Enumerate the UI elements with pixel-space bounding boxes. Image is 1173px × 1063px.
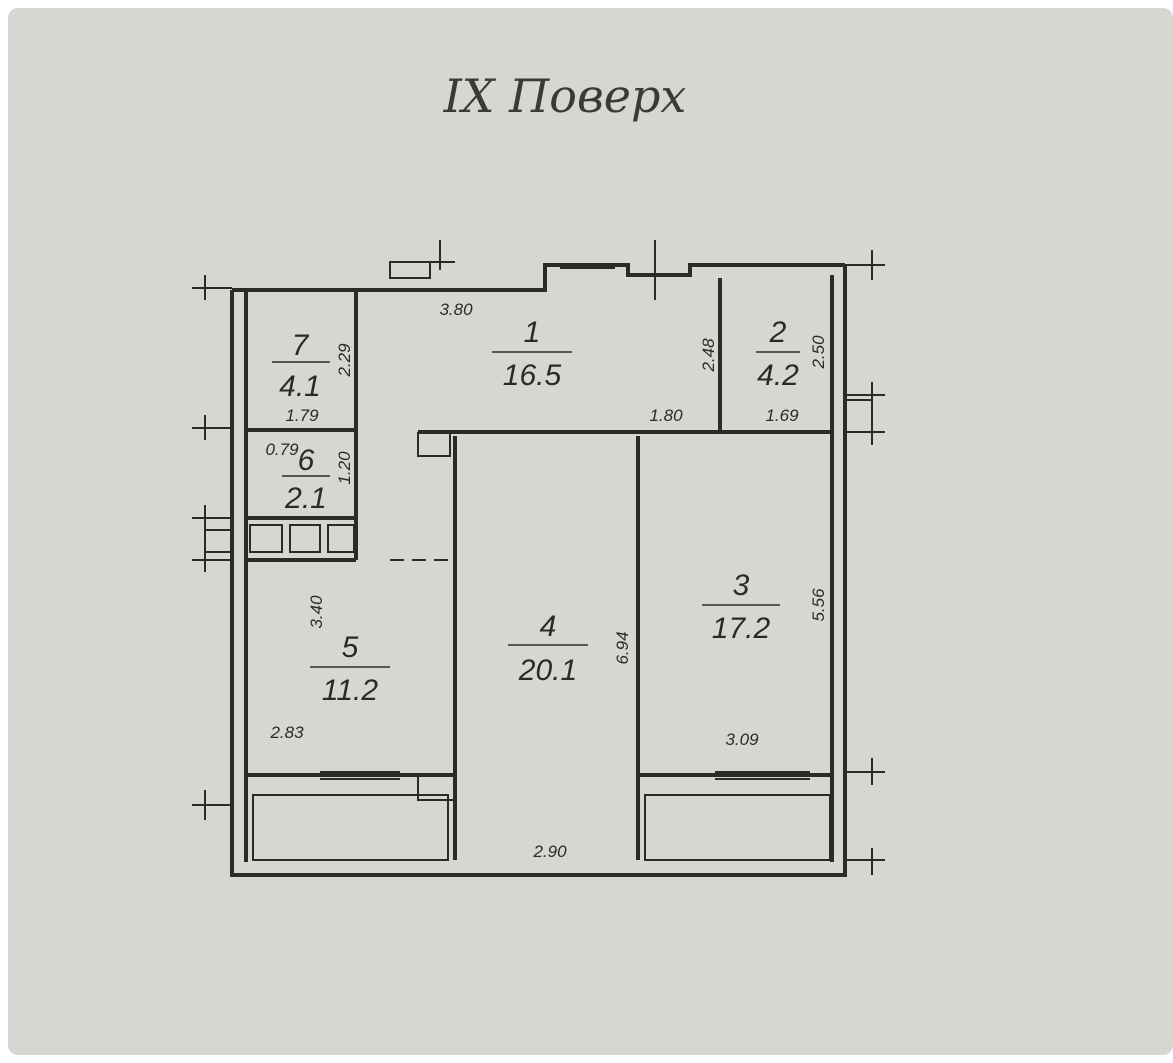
- room-4: 4 20.1: [518, 610, 577, 687]
- room-1: 1 16.5: [503, 316, 562, 392]
- dim-room3-height: 5.56: [809, 588, 828, 622]
- room-area: 16.5: [503, 359, 562, 392]
- dim-room5-height: 3.40: [307, 595, 326, 629]
- room-number: 4: [540, 610, 557, 643]
- dim-room6-height: 1.20: [335, 451, 354, 485]
- room-3: 3 17.2: [712, 569, 771, 645]
- dimension-ticks: [192, 240, 885, 875]
- plan-title: IX Поверх: [443, 69, 687, 123]
- dim-room7-height: 2.29: [335, 343, 354, 378]
- windows: [320, 240, 810, 780]
- room-area: 4.1: [279, 370, 321, 403]
- dim-room3-width: 3.09: [725, 730, 759, 749]
- room-5: 5 11.2: [322, 631, 378, 707]
- dim-room7-width: 1.79: [285, 406, 319, 425]
- dim-room1-width: 3.80: [439, 300, 473, 319]
- outer-walls: [230, 261, 847, 877]
- room-6: 6 2.1: [284, 444, 327, 515]
- room-number: 3: [733, 569, 750, 602]
- dimension-labels: 3.80 2.48 1.80 2.50 1.69 2.29 1.79 0.79 …: [265, 300, 828, 861]
- dim-room1-height: 2.48: [699, 338, 718, 373]
- room-number: 5: [342, 631, 359, 664]
- room-area: 20.1: [518, 654, 577, 687]
- room-area: 4.2: [757, 359, 799, 392]
- room-2: 2 4.2: [757, 316, 799, 392]
- room-label-lines: [272, 351, 800, 668]
- plan-sheet: [8, 8, 1173, 1055]
- dim-room2-height: 2.50: [809, 335, 828, 370]
- dim-room1-bottom: 1.80: [649, 406, 683, 425]
- room-number: 2: [769, 316, 787, 349]
- room-number: 1: [524, 316, 541, 349]
- room-7: 7 4.1: [279, 329, 321, 403]
- room-area: 11.2: [322, 674, 378, 707]
- interior-walls: [204, 278, 873, 861]
- room-area: 17.2: [712, 612, 771, 645]
- dim-room2-width: 1.69: [765, 406, 799, 425]
- dim-room5-width: 2.83: [269, 723, 304, 742]
- dim-room4-height: 6.94: [613, 631, 632, 664]
- room-area: 2.1: [284, 482, 327, 515]
- room-number: 7: [292, 329, 310, 362]
- room-number: 6: [298, 444, 315, 477]
- dim-room6-width: 0.79: [265, 440, 299, 459]
- dim-room4-width: 2.90: [532, 842, 567, 861]
